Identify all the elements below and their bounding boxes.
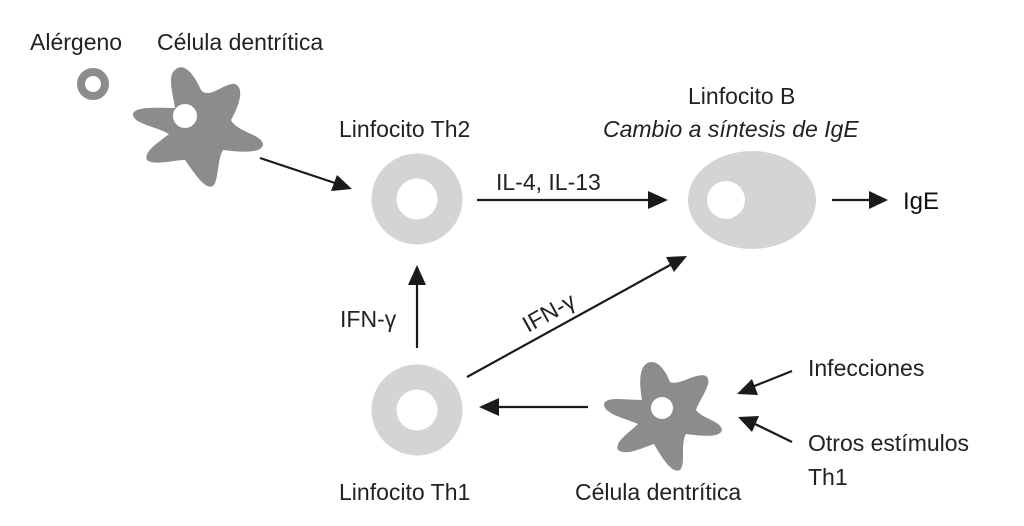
arrow-other-stimuli-to-dendritic xyxy=(738,416,793,443)
allergen-label: Alérgeno xyxy=(30,29,122,55)
other-stimuli-label-line2: Th1 xyxy=(808,464,848,490)
b-cell xyxy=(688,151,816,249)
b-cell-subtitle: Cambio a síntesis de IgE xyxy=(603,116,859,142)
b-cell-title: Linfocito B xyxy=(688,83,795,109)
b-cell-nucleus xyxy=(707,181,745,219)
infections-label: Infecciones xyxy=(808,355,924,381)
th2-cell-ring xyxy=(371,153,463,245)
allergen-ring xyxy=(77,68,109,100)
th1-label: Linfocito Th1 xyxy=(339,479,470,505)
dendritic-top-label: Célula dentrítica xyxy=(157,29,323,55)
th2-label: Linfocito Th2 xyxy=(339,116,470,142)
arrow-th1-to-th2 xyxy=(408,265,426,348)
arrow-dendritic-to-th1 xyxy=(479,398,588,416)
allergen-node xyxy=(77,68,109,100)
th1-cell-ring xyxy=(371,364,463,456)
ifn-vertical-label: IFN-γ xyxy=(340,306,397,332)
dendritic-cell-bottom-nucleus xyxy=(651,397,673,419)
arrow-th1-to-bcell xyxy=(466,256,687,378)
arrow-infections-to-dendritic xyxy=(737,369,793,395)
b-cell-body xyxy=(688,151,816,249)
dendritic-cell-top-body xyxy=(133,67,263,187)
ifn-diagonal-label: IFN-γ xyxy=(518,287,580,337)
ige-label: IgE xyxy=(903,188,939,215)
arrow-th2-to-bcell xyxy=(477,191,668,209)
th2-cell xyxy=(371,153,463,245)
th1-cell xyxy=(371,364,463,456)
other-stimuli-label-line1: Otros estímulos xyxy=(808,430,969,456)
dendritic-cell-top xyxy=(133,67,263,187)
dendritic-bottom-label: Célula dentrítica xyxy=(575,479,741,505)
arrow-dendritic-to-th2 xyxy=(259,156,352,191)
arrow-bcell-to-ige xyxy=(832,191,888,209)
dendritic-cell-bottom xyxy=(604,362,722,471)
il-label: IL-4, IL-13 xyxy=(496,169,601,195)
dendritic-cell-top-nucleus xyxy=(173,104,197,128)
